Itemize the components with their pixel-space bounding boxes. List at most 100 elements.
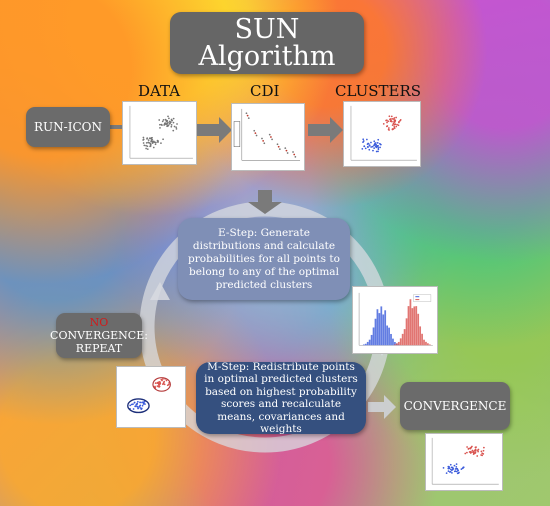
scatter-dot bbox=[158, 385, 161, 388]
scatter-dot bbox=[477, 448, 480, 451]
scatter-dot bbox=[362, 138, 365, 141]
convergence-box: CONVERGENCE bbox=[400, 382, 510, 430]
scatter-dot bbox=[142, 402, 145, 404]
scatter-dot bbox=[457, 469, 459, 472]
scatter-dot bbox=[139, 404, 142, 407]
histogram-bar bbox=[399, 338, 402, 346]
histogram-bar bbox=[362, 344, 365, 346]
histogram-bar bbox=[428, 344, 431, 346]
mstep-red-ellipse bbox=[152, 377, 171, 392]
cdi-dot bbox=[268, 133, 271, 136]
scatter-dot bbox=[469, 447, 472, 450]
histogram-bar bbox=[380, 306, 383, 346]
scatter-dot bbox=[152, 146, 155, 149]
scatter-dot bbox=[448, 467, 451, 469]
scatter-dot bbox=[157, 141, 159, 143]
scatter-dot bbox=[388, 129, 390, 131]
scatter-dot bbox=[168, 123, 171, 125]
scatter-dot bbox=[163, 380, 166, 383]
scatter-dot bbox=[167, 124, 170, 127]
clusters-points bbox=[361, 115, 402, 153]
histogram-bar bbox=[364, 343, 367, 346]
scatter-dot bbox=[161, 124, 163, 127]
cdi-dot bbox=[245, 112, 248, 115]
histogram-bar bbox=[366, 341, 369, 346]
scatter-dot bbox=[467, 448, 470, 450]
scatter-dot bbox=[391, 124, 394, 126]
scatter-dot bbox=[453, 470, 456, 473]
scatter-dot bbox=[480, 450, 483, 453]
mstep-points bbox=[129, 378, 170, 410]
scatter-dot bbox=[386, 121, 388, 124]
scatter-dot bbox=[172, 129, 175, 132]
scatter-dot bbox=[374, 142, 376, 145]
scatter-dot bbox=[161, 120, 164, 123]
cdi-dot bbox=[262, 140, 265, 142]
scatter-dot bbox=[170, 125, 173, 128]
converged-points bbox=[442, 445, 485, 475]
scatter-dot bbox=[142, 138, 145, 141]
scatter-dot bbox=[442, 467, 445, 469]
scatter-dot bbox=[455, 463, 458, 465]
scatter-dot bbox=[472, 451, 475, 454]
scatter-dot bbox=[361, 147, 364, 150]
scatter-dot bbox=[155, 141, 157, 144]
scatter-dot bbox=[175, 127, 178, 130]
scatter-dot bbox=[172, 121, 175, 124]
title-box: SUN Algorithm bbox=[170, 12, 364, 74]
scatter-dot bbox=[154, 382, 157, 385]
histogram-bar bbox=[425, 341, 427, 346]
scatter-dot bbox=[145, 142, 148, 144]
cdi-plot-thumbnail bbox=[231, 103, 305, 171]
scatter-dot bbox=[154, 143, 157, 146]
scatter-dot bbox=[146, 145, 149, 148]
scatter-dot bbox=[143, 144, 146, 147]
scatter-dot bbox=[395, 116, 398, 119]
scatter-dot bbox=[475, 446, 477, 448]
histogram-bar bbox=[403, 329, 406, 346]
histogram-bars bbox=[362, 299, 431, 346]
scatter-dot bbox=[470, 446, 473, 449]
scatter-dot bbox=[129, 404, 132, 407]
scatter-dot bbox=[138, 405, 141, 408]
scatter-dot bbox=[456, 467, 459, 470]
convergence-label: CONVERGENCE bbox=[403, 399, 507, 413]
scatter-dot bbox=[136, 402, 139, 405]
e-step-text: E-Step: Generate distributions and calcu… bbox=[188, 226, 340, 291]
cdi-dot bbox=[271, 138, 273, 141]
histogram-bar bbox=[423, 339, 425, 346]
histogram-bar bbox=[421, 333, 423, 346]
cdi-dot bbox=[293, 153, 296, 156]
scatter-dot bbox=[159, 123, 161, 126]
scatter-dot bbox=[373, 147, 376, 150]
scatter-dot bbox=[140, 407, 143, 410]
scatter-dot bbox=[394, 123, 396, 125]
scatter-dot bbox=[454, 468, 457, 470]
histogram-bar bbox=[374, 318, 377, 346]
scatter-dot bbox=[378, 142, 381, 145]
scatter-dot bbox=[447, 470, 450, 472]
label-clusters: CLUSTERS bbox=[335, 82, 422, 100]
scatter-dot bbox=[166, 384, 169, 387]
scatter-dot bbox=[176, 123, 178, 125]
scatter-dot bbox=[146, 148, 149, 150]
scatter-dot bbox=[367, 142, 370, 145]
scatter-dot bbox=[366, 145, 369, 148]
scatter-dot bbox=[377, 148, 380, 151]
scatter-dot bbox=[379, 146, 381, 149]
scatter-dot bbox=[145, 144, 147, 147]
scatter-dot bbox=[470, 451, 473, 453]
cdi-dot bbox=[286, 152, 289, 154]
scatter-dot bbox=[368, 148, 371, 151]
scatter-dot bbox=[395, 125, 398, 128]
histogram-bar bbox=[368, 339, 371, 346]
scatter-dot bbox=[390, 119, 392, 122]
scatter-dot bbox=[473, 452, 476, 454]
scatter-dot bbox=[148, 142, 151, 144]
data-points bbox=[142, 115, 178, 150]
cdi-dot bbox=[285, 149, 288, 152]
run-icon-box[interactable]: RUN-ICON bbox=[26, 107, 110, 147]
histogram-bar bbox=[395, 343, 398, 346]
scatter-dot bbox=[468, 451, 471, 453]
scatter-dot bbox=[373, 140, 376, 143]
